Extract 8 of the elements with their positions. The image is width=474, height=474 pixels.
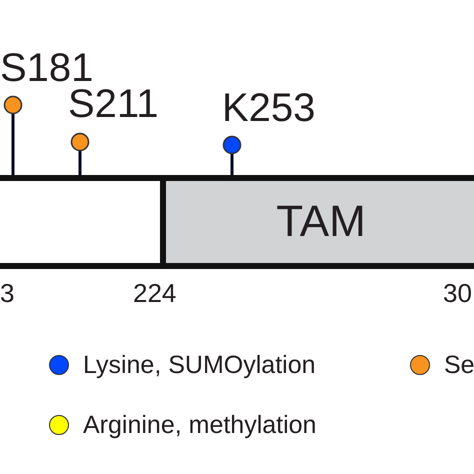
- position-number: 224: [133, 280, 176, 306]
- legend-text: Se: [444, 350, 474, 380]
- position-number: 30: [443, 280, 472, 306]
- legend-text: Lysine, SUMOylation: [83, 350, 316, 380]
- site-label: K253: [222, 88, 316, 128]
- domain-label: TAM: [276, 200, 366, 244]
- position-number: 3: [0, 280, 14, 306]
- legend-text: Arginine, methylation: [83, 410, 316, 440]
